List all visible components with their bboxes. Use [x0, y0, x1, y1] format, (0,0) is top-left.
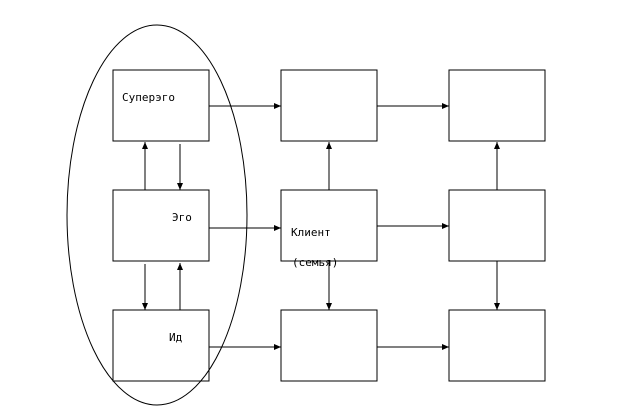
box-col3-bottom: [448, 309, 546, 382]
box-col3-middle: [448, 189, 546, 262]
box-col3-top: [448, 69, 546, 142]
box-ego: [112, 189, 210, 262]
label-family: (семья): [292, 256, 339, 269]
box-col2-top: [280, 69, 378, 142]
label-superego: Суперэго: [122, 91, 175, 104]
box-superego: [112, 69, 210, 142]
personality-ellipse: [66, 24, 248, 406]
box-col2-bottom: [280, 309, 378, 382]
label-client: Клиент: [291, 226, 331, 239]
box-id: [112, 309, 210, 382]
label-id: Ид: [169, 331, 183, 344]
label-ego: Эго: [172, 211, 192, 224]
